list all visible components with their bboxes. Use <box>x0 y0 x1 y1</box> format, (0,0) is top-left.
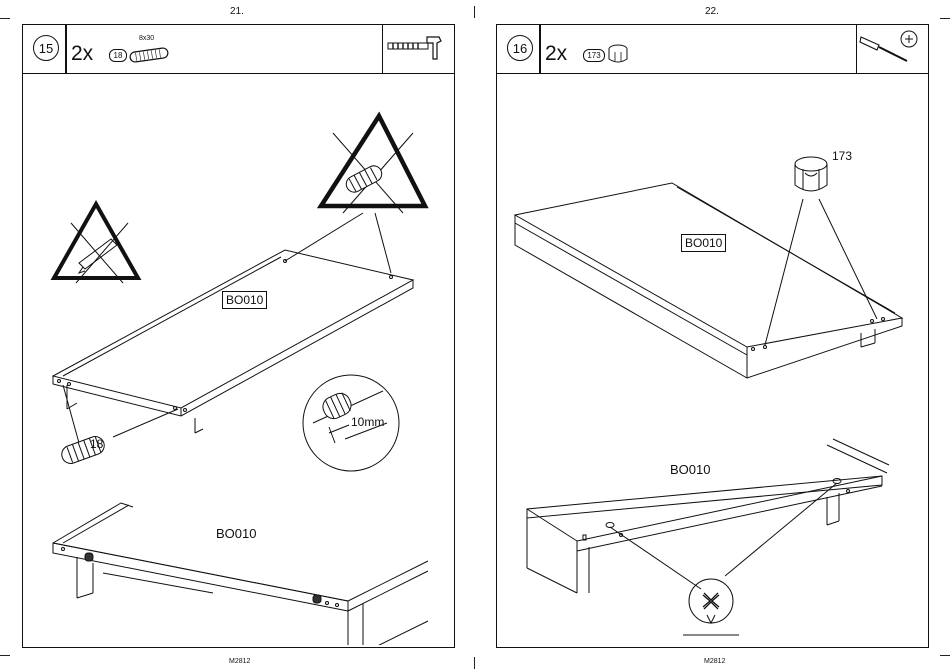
step-number: 15 <box>33 35 59 61</box>
no-drill-warning-icon <box>54 204 138 283</box>
page-footer: M2812 <box>229 658 250 665</box>
part-ref-badge: 173 <box>583 49 605 62</box>
board-bottom <box>53 503 428 645</box>
board-label-bottom: BO010 <box>670 462 710 477</box>
crop-mark <box>940 18 950 19</box>
dowel-icon <box>127 47 171 63</box>
step-header: 15 2x 18 8x30 <box>23 25 454 74</box>
board-top <box>515 183 902 378</box>
part-quantity: 2x <box>71 42 93 66</box>
assembly-illustration <box>23 73 453 645</box>
cam-lock-part <box>795 157 827 191</box>
step-header: 16 2x 173 <box>497 25 928 74</box>
dowel-callout: 18 <box>90 437 103 451</box>
board-label: BO010 <box>222 291 267 309</box>
page-number: 21. <box>230 6 244 17</box>
board-label-bottom: BO010 <box>216 526 256 541</box>
depth-label: 10mm <box>351 415 384 429</box>
part-size: 8x30 <box>139 35 154 42</box>
board-label: BO010 <box>681 234 726 252</box>
crop-mark <box>474 657 475 669</box>
assembly-illustration <box>497 73 927 645</box>
header-divider <box>539 25 541 73</box>
tool-box <box>856 25 928 73</box>
crop-mark <box>0 655 10 656</box>
step-panel-16: 16 2x 173 <box>496 24 929 648</box>
crop-mark <box>0 18 10 19</box>
cam-lock-icon <box>607 43 629 65</box>
crop-mark <box>474 6 475 18</box>
part-ref-badge: 18 <box>109 49 127 62</box>
cam-detail <box>683 579 739 635</box>
page-footer: M2812 <box>704 658 725 665</box>
hammer-icon <box>383 25 453 73</box>
page-number: 22. <box>705 6 719 17</box>
tool-box <box>382 25 454 73</box>
part-quantity: 2x <box>545 42 567 66</box>
step-number: 16 <box>507 35 533 61</box>
crop-mark <box>940 655 950 656</box>
screwdriver-icon <box>857 25 927 73</box>
step-panel-15: 15 2x 18 8x30 <box>22 24 455 648</box>
no-dowel-warning-icon <box>321 116 425 213</box>
cam-callout: 173 <box>832 149 852 163</box>
header-divider <box>65 25 67 73</box>
